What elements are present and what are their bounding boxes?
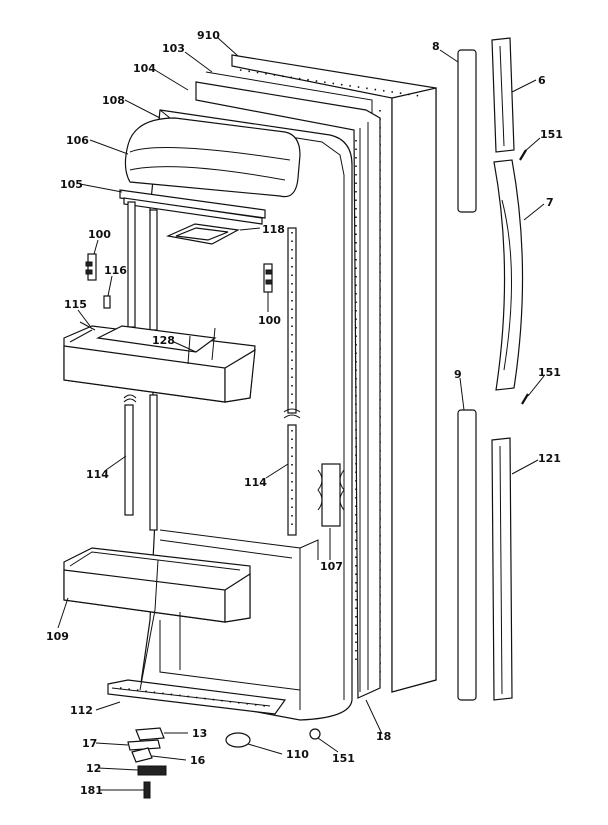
part-107 <box>317 463 345 527</box>
label-13: 13 <box>192 727 207 740</box>
clip-100-right <box>263 263 273 293</box>
screw-181 <box>143 781 151 799</box>
label-100-right: 100 <box>258 314 281 327</box>
label-109: 109 <box>46 630 69 643</box>
label-181: 181 <box>80 784 103 797</box>
label-108: 108 <box>102 94 125 107</box>
trim-8 <box>457 49 477 213</box>
handle-bracket-6 <box>491 37 515 153</box>
label-118: 118 <box>262 223 285 236</box>
door-gasket <box>195 81 381 699</box>
label-17: 17 <box>82 737 97 750</box>
hardware-12 <box>137 765 167 776</box>
label-151-top: 151 <box>540 128 563 141</box>
handle-7 <box>493 159 524 391</box>
label-115: 115 <box>64 298 87 311</box>
door-shelf-115 <box>63 321 256 403</box>
label-116: 116 <box>104 264 127 277</box>
shelf-rail-105 <box>119 189 266 225</box>
label-7: 7 <box>546 196 554 209</box>
label-8: 8 <box>432 40 440 53</box>
trim-121 <box>491 437 513 701</box>
label-121: 121 <box>538 452 561 465</box>
part-labels: 910 103 104 108 106 105 118 100 116 100 … <box>46 29 563 797</box>
label-151-bottom: 151 <box>332 752 355 765</box>
hardware-17 <box>127 739 161 751</box>
label-114-right: 114 <box>244 476 267 489</box>
part-116 <box>103 295 111 309</box>
label-107: 107 <box>320 560 343 573</box>
label-910: 910 <box>197 29 220 42</box>
label-12: 12 <box>86 762 101 775</box>
label-9: 9 <box>454 368 462 381</box>
hardware-16 <box>131 747 153 763</box>
label-110: 110 <box>286 748 309 761</box>
trim-9 <box>457 409 477 701</box>
label-104: 104 <box>133 62 156 75</box>
label-18: 18 <box>376 730 391 743</box>
label-6: 6 <box>538 74 546 87</box>
label-114-left: 114 <box>86 468 109 481</box>
screw-151-bottom <box>309 728 321 740</box>
top-shelf-cover <box>124 117 301 198</box>
label-112: 112 <box>70 704 93 717</box>
small-bin-118 <box>165 223 240 245</box>
label-103: 103 <box>162 42 185 55</box>
screw-151-mid <box>521 393 529 405</box>
label-128: 128 <box>152 334 175 347</box>
label-16: 16 <box>190 754 206 767</box>
label-151-mid: 151 <box>538 366 561 379</box>
bottom-rail-112 <box>107 679 287 715</box>
lower-liner <box>139 559 301 691</box>
hinge-cap-110 <box>225 732 251 748</box>
label-105: 105 <box>60 178 83 191</box>
hardware-13 <box>135 727 165 741</box>
leader-lines <box>57 37 545 791</box>
label-100-left: 100 <box>88 228 111 241</box>
vertical-rails <box>123 201 301 536</box>
clip-100-left <box>85 253 97 281</box>
label-106: 106 <box>66 134 89 147</box>
